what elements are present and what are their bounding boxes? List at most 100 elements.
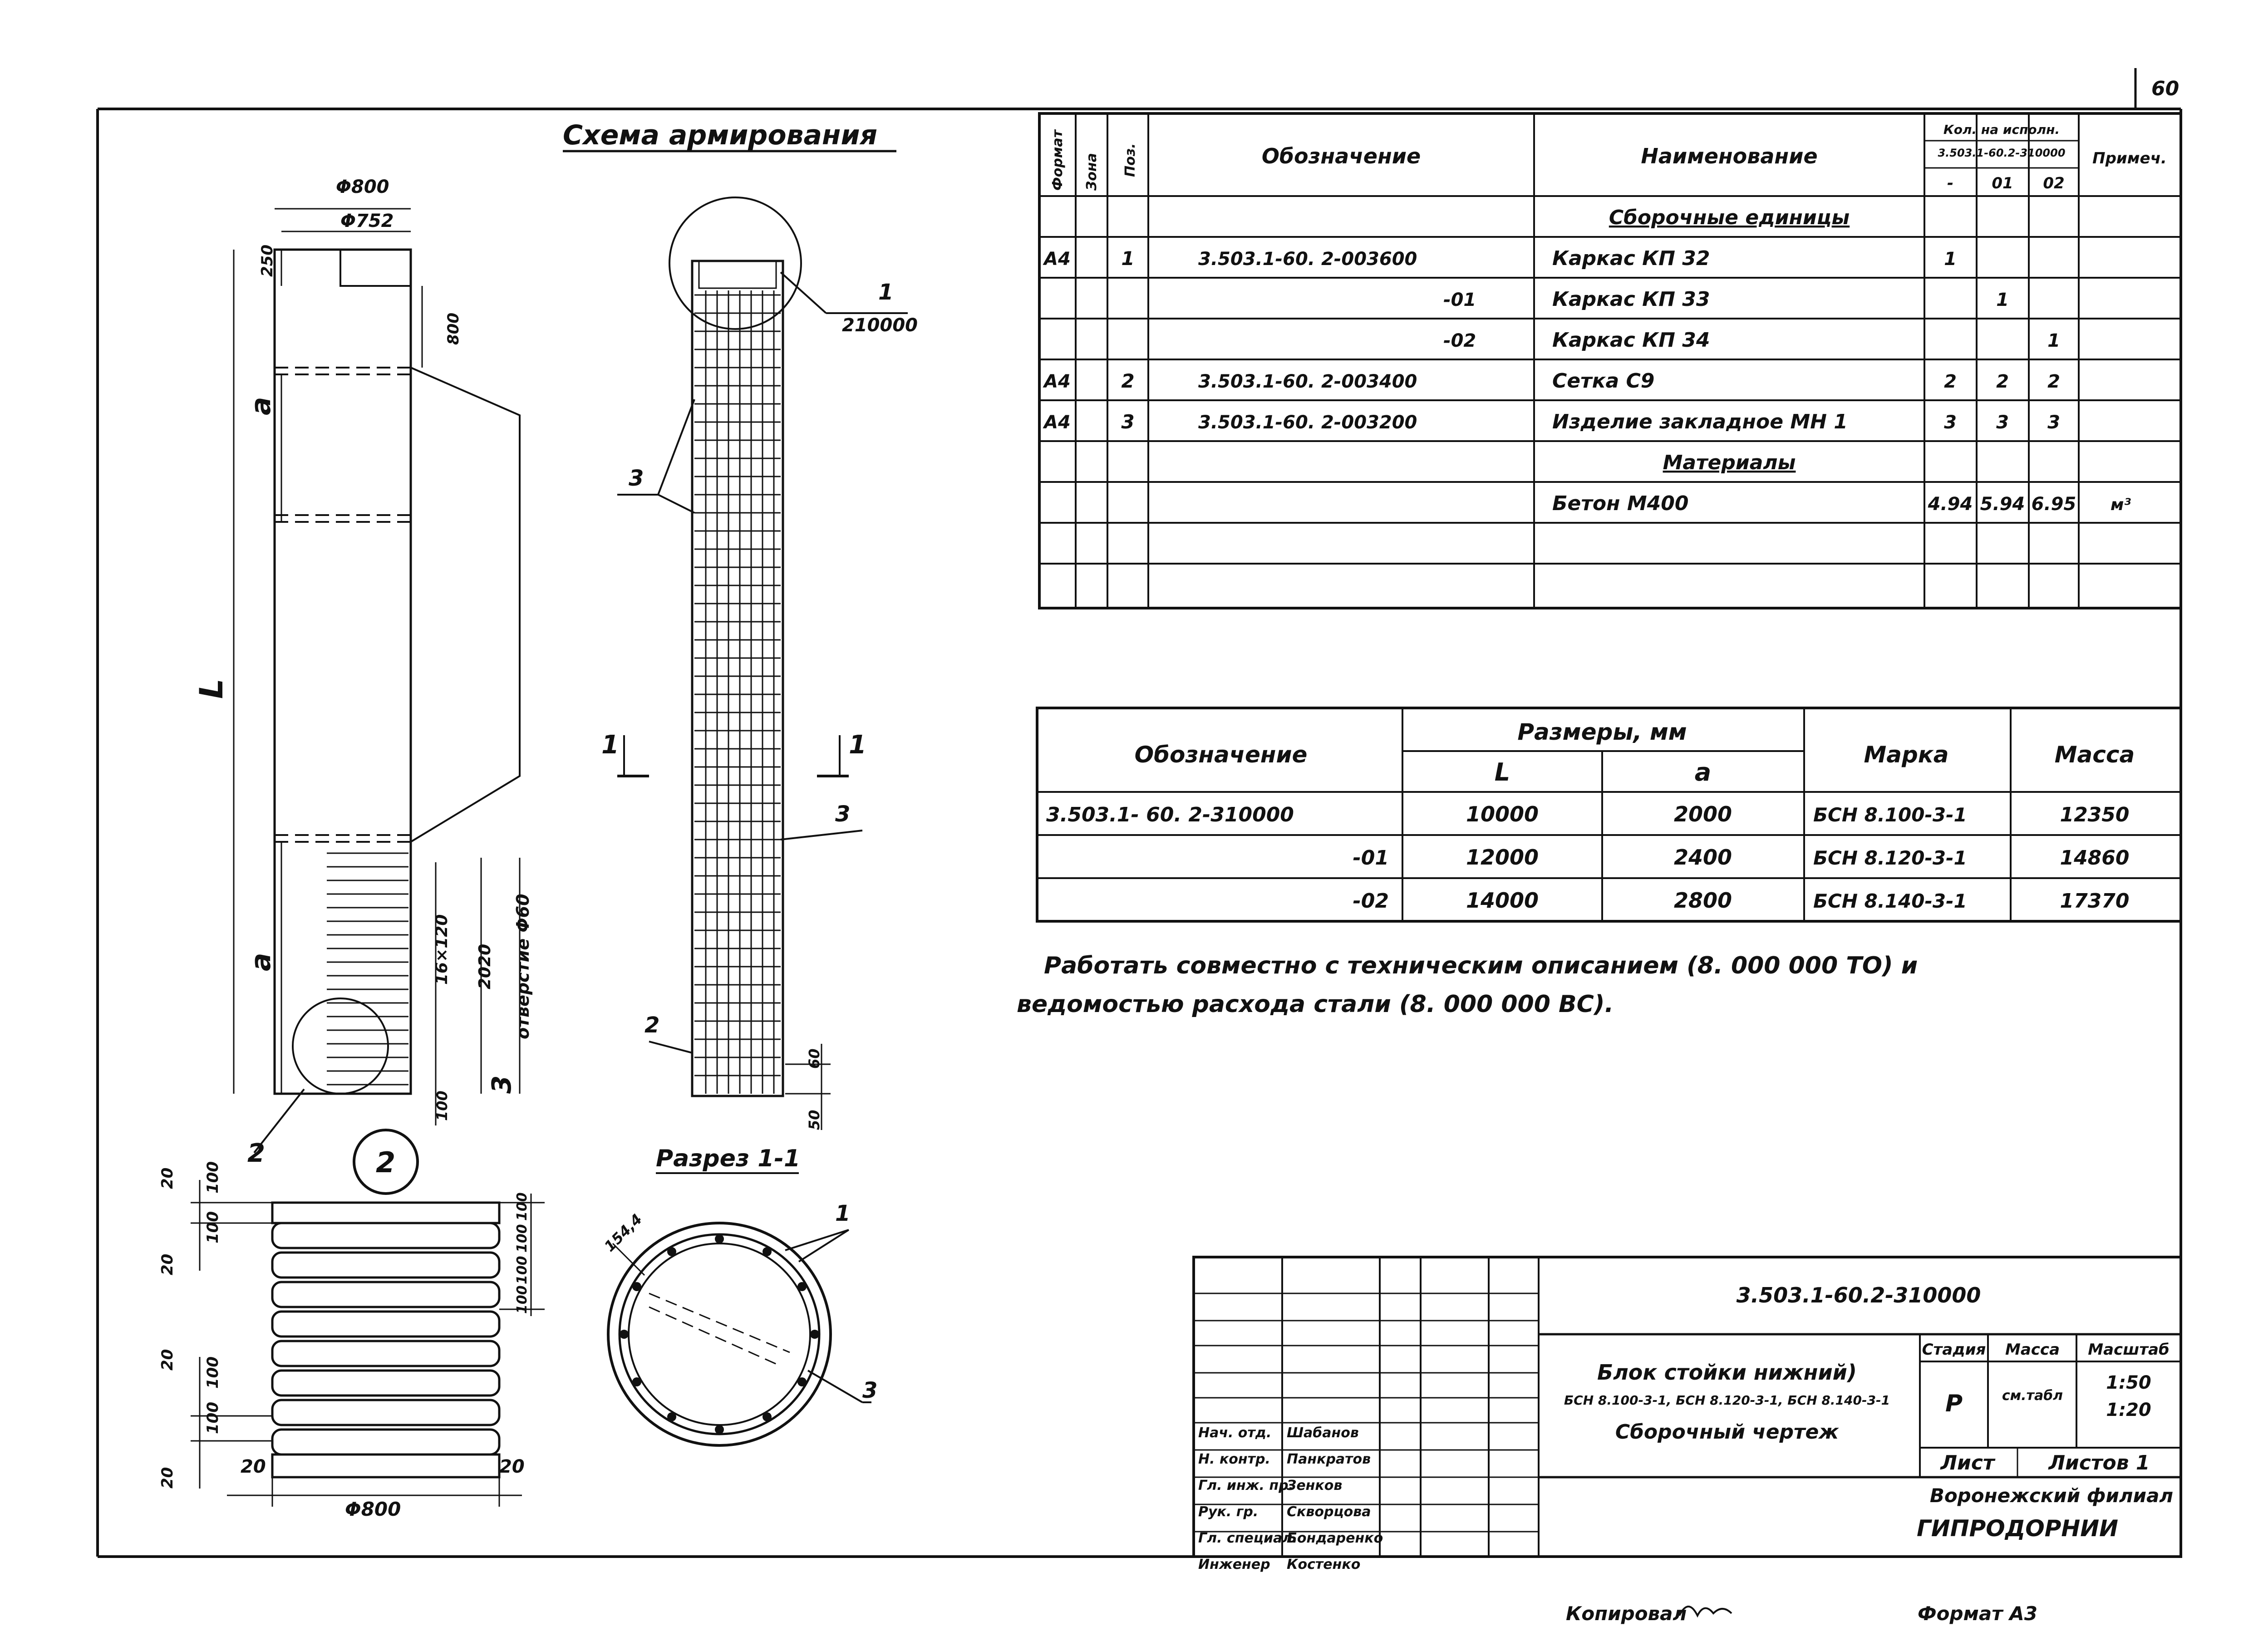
section-label-1: 1 bbox=[835, 1201, 850, 1226]
title-doc-number: 3.503.1-60.2-310000 bbox=[1737, 1283, 1981, 1307]
section-dim: 154,4 bbox=[601, 1210, 645, 1255]
section-title: Разрез 1-1 bbox=[656, 1145, 800, 1172]
title-block: 3.503.1-60.2-310000 Блок стойки нижний) … bbox=[1192, 1256, 2182, 1572]
detail-dim-100-b: 100 bbox=[204, 1356, 222, 1389]
title-name: Блок стойки нижний) bbox=[1597, 1360, 1857, 1385]
title-sheets-label: Листов 1 bbox=[2048, 1451, 2150, 1474]
spec-head-qty: Кол. на исполн. bbox=[1943, 122, 2060, 137]
dims-head-L: L bbox=[1495, 758, 1510, 786]
reinforcement-view: 1 210000 3 3 2 1 1 60 50 bbox=[601, 197, 918, 1130]
detail-dim-100-c: 100 bbox=[204, 1402, 222, 1434]
detail-dim-20-b: 20 bbox=[158, 1349, 177, 1371]
detail-view: 2 20 100 100 20 20 100 100 20 bbox=[158, 1129, 545, 1520]
dims-cell-mass: 14860 bbox=[2060, 846, 2129, 870]
detail-r100d: 100 bbox=[514, 1285, 530, 1314]
spec-cell-designation: 3.503.1-60. 2-003600 bbox=[1198, 249, 1417, 270]
dims-table: Обозначение Размеры, мм L a Марка Масса … bbox=[1036, 707, 2182, 923]
spec-cell-designation: 3.503.1-60. 2-003200 bbox=[1198, 412, 1417, 433]
title-role: Инженер bbox=[1198, 1557, 1270, 1572]
cut-marker-right: 1 bbox=[849, 730, 866, 760]
spec-cell-qty-01: 3 bbox=[1996, 412, 2009, 433]
reinforcement-cage bbox=[694, 290, 781, 1094]
dims-cell-mark: БСН 8.140-3-1 bbox=[1813, 890, 1967, 912]
spec-cell-format: А4 bbox=[1043, 371, 1071, 392]
section-view: Разрез 1-1 1 3 154,4 bbox=[601, 1145, 877, 1447]
dim-60: 60 bbox=[806, 1048, 823, 1069]
title-role: Гл. специал. bbox=[1198, 1530, 1298, 1546]
title-org-1: Воронежский филиал bbox=[1930, 1484, 2173, 1507]
spec-cell-name: Каркас КП 33 bbox=[1552, 288, 1710, 311]
spec-cell-pos: 2 bbox=[1121, 370, 1134, 392]
spec-cell-designation: -02 bbox=[1443, 330, 1476, 351]
detail-dim-20-mid: 20 bbox=[158, 1254, 177, 1275]
dims-cell-a: 2800 bbox=[1674, 888, 1732, 913]
title-person: Скворцова bbox=[1287, 1504, 1371, 1520]
dims-head-sizes: Размеры, мм bbox=[1517, 719, 1687, 745]
section-label-3: 3 bbox=[862, 1378, 877, 1403]
spec-cell-name: Бетон М400 bbox=[1552, 492, 1688, 515]
detail-callout: 2 bbox=[376, 1146, 395, 1179]
spec-head-qty-doc: 3.503.1-60.2-310000 bbox=[1938, 147, 2065, 159]
spec-cell-section: Материалы bbox=[1663, 451, 1796, 474]
spec-cell-qty-base: 2 bbox=[1944, 371, 1957, 392]
title-person: Зенков bbox=[1286, 1478, 1342, 1494]
dim-a-bottom: a bbox=[245, 953, 277, 972]
spec-row: Сборочные единицы bbox=[1609, 206, 1850, 229]
spec-cell-format: А4 bbox=[1043, 412, 1071, 433]
dims-cell-mark: БСН 8.120-3-1 bbox=[1813, 847, 1967, 869]
dim-inner-diameter: Φ752 bbox=[340, 211, 394, 231]
spec-cell-name: Сетка С9 bbox=[1552, 369, 1654, 393]
spec-head-qty-02: 02 bbox=[2043, 174, 2064, 192]
section-bars bbox=[620, 1234, 819, 1434]
dim-50: 50 bbox=[806, 1110, 823, 1130]
detail-dim-20-right: 20 bbox=[499, 1456, 525, 1477]
dims-cell-mass: 12350 bbox=[2060, 803, 2129, 826]
dim-100: 100 bbox=[433, 1091, 451, 1121]
label-pos2: 2 bbox=[644, 1012, 659, 1038]
spec-head-pos: Поз. bbox=[1122, 143, 1138, 177]
footer-format: Формат А3 bbox=[1918, 1602, 2037, 1625]
footer-copied: Копировал bbox=[1566, 1602, 1687, 1625]
title-scale-2: 1:20 bbox=[2106, 1400, 2151, 1420]
dims-cell-mass: 17370 bbox=[2060, 889, 2129, 913]
dims-cell-a: 2000 bbox=[1674, 802, 1732, 826]
title-role: Нач. отд. bbox=[1198, 1425, 1271, 1441]
spec-cell-name: Изделие закладное МН 1 bbox=[1552, 410, 1848, 433]
title-person: Шабанов bbox=[1287, 1425, 1359, 1441]
detail-r100c: 100 bbox=[514, 1256, 530, 1284]
title-doc-type: Сборочный чертеж bbox=[1615, 1420, 1839, 1444]
spec-row: А4 3 3.503.1-60. 2-003200 Изделие закладное… bbox=[1043, 410, 2060, 433]
spec-cell-designation: 3.503.1-60. 2-003400 bbox=[1198, 371, 1417, 392]
title-person: Костенко bbox=[1287, 1557, 1360, 1572]
spec-cell-qty-02: 1 bbox=[2047, 330, 2060, 351]
detail-r100a: 100 bbox=[514, 1192, 530, 1221]
dims-cell-a: 2400 bbox=[1674, 845, 1732, 870]
detail-dim-100-a: 100 bbox=[204, 1211, 222, 1243]
detail-callout-label: 2 bbox=[247, 1139, 265, 1168]
spec-cell-qty-01: 5.94 bbox=[1980, 494, 2025, 515]
title-stage-label: Стадия bbox=[1922, 1341, 1986, 1359]
spec-cell-name: Каркас КП 34 bbox=[1552, 329, 1710, 352]
detail-dim-20-bot: 20 bbox=[158, 1467, 177, 1489]
dims-head-designation: Обозначение bbox=[1135, 742, 1308, 768]
spec-head-name: Наименование bbox=[1641, 144, 1817, 168]
dims-head-mass: Масса bbox=[2055, 742, 2135, 768]
detail-base-diameter: Φ800 bbox=[345, 1498, 401, 1520]
dims-cell-L: 12000 bbox=[1466, 845, 1539, 870]
title-org-2: ГИПРОДОРНИИ bbox=[1917, 1515, 2118, 1542]
note-line-1: Работать совместно с техническим описани… bbox=[1044, 952, 1918, 979]
title-scale-1: 1:50 bbox=[2106, 1372, 2151, 1393]
title-person: Бондаренко bbox=[1287, 1530, 1383, 1546]
spec-cell-qty-01: 1 bbox=[1996, 290, 2009, 310]
dim-top-offset: 250 bbox=[258, 245, 276, 277]
dim-three: 3 bbox=[486, 1076, 517, 1094]
spec-head-zone: Зона bbox=[1084, 153, 1100, 191]
detail-dim-20-left: 20 bbox=[241, 1456, 266, 1477]
